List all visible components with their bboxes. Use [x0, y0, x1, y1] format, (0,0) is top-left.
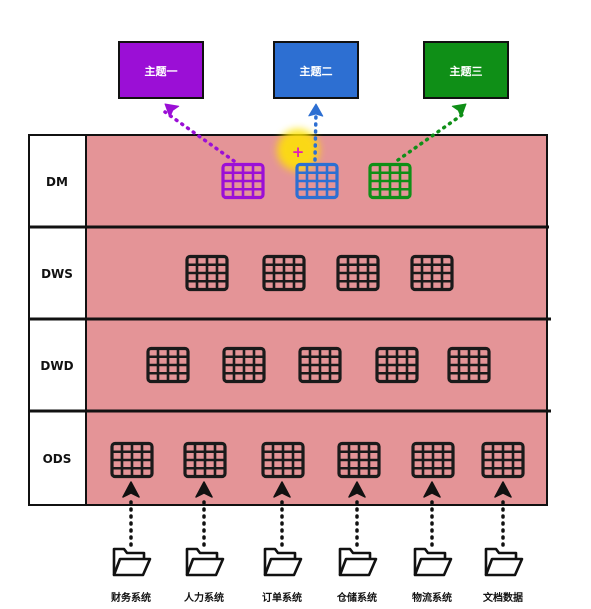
folder-icon — [263, 547, 297, 575]
folder-icon-front — [185, 557, 225, 577]
cursor-highlight-glow — [277, 129, 319, 171]
folder-icon-front — [112, 557, 152, 577]
table-grid-icon — [336, 254, 380, 292]
source-system-4: 仓储系统 — [336, 481, 378, 604]
table-grid-icon — [410, 254, 454, 292]
topic-box-2-rect — [273, 41, 359, 99]
layer-dm-label: DM — [46, 175, 68, 189]
layer-dws-label-cell — [28, 226, 87, 320]
source-system-label: 物流系统 — [412, 591, 452, 604]
source-system-label: 订单系统 — [262, 591, 302, 604]
source-system-1: 财务系统 — [110, 481, 152, 604]
arrow-up-icon — [423, 481, 441, 498]
connectors — [163, 103, 468, 163]
topic-box-3-rect — [423, 41, 509, 99]
layer-dws-label: DWS — [41, 267, 73, 281]
topic-box-3-label: 主题三 — [450, 64, 483, 78]
folder-icon-front — [263, 557, 303, 577]
topic-box-1-rect — [118, 41, 204, 99]
table-grid-icon-dm-2 — [295, 162, 339, 200]
table-grid-icon — [183, 441, 227, 479]
table-grid-icon — [411, 441, 455, 479]
source-system-label: 人力系统 — [184, 591, 224, 604]
topic-box-2: 主题二 — [273, 41, 359, 99]
source-system-label: 仓储系统 — [336, 591, 377, 604]
source-system-6: 文档数据 — [483, 481, 524, 604]
folder-icon — [413, 547, 447, 575]
source-system-2: 人力系统 — [184, 481, 225, 604]
arrow-up-icon — [164, 103, 180, 118]
table-grid-icon — [375, 346, 419, 384]
warehouse-layers: DM DWS DWD ODS — [28, 134, 551, 506]
folder-icon-front — [413, 557, 453, 577]
topic-box-1-label: 主题一 — [145, 64, 178, 78]
topic-box-3: 主题三 — [423, 41, 509, 99]
table-icons — [110, 162, 525, 479]
topic-box-2-label: 主题二 — [300, 64, 333, 78]
topic-connector-3 — [396, 103, 468, 162]
folder-icon-front — [338, 557, 378, 577]
folder-icon — [338, 547, 372, 575]
table-grid-icon-dm-3 — [368, 162, 412, 200]
arrow-up-icon — [494, 481, 512, 498]
source-system-label: 文档数据 — [483, 591, 523, 604]
topic-connector-2 — [308, 103, 324, 162]
source-system-5: 物流系统 — [412, 481, 453, 604]
table-grid-icon — [110, 441, 154, 479]
table-grid-icon — [222, 346, 266, 384]
table-grid-icon — [146, 346, 190, 384]
topic-boxes: 主题一 主题二 主题三 — [118, 41, 509, 99]
arrow-up-icon — [308, 103, 324, 117]
source-system-label: 财务系统 — [110, 591, 151, 604]
arrow-up-icon — [195, 481, 213, 498]
table-grid-icon — [481, 441, 525, 479]
layer-ods: ODS — [28, 410, 548, 506]
topic-connector-1 — [163, 103, 236, 163]
table-grid-icon — [185, 254, 229, 292]
arrow-up-icon — [451, 103, 467, 118]
arrow-up-icon — [273, 481, 291, 498]
table-grid-icon-dm-1 — [221, 162, 265, 200]
cursor-highlight: + — [277, 129, 319, 171]
topic-box-1: 主题一 — [118, 41, 204, 99]
table-grid-icon — [298, 346, 342, 384]
layer-dwd-label: DWD — [40, 359, 73, 373]
layer-ods-label: ODS — [43, 452, 72, 466]
folder-icon — [185, 547, 219, 575]
table-grid-icon — [447, 346, 491, 384]
source-systems: 财务系统 人力系统 订单系统 仓储系统 物流系统 文档数据 — [110, 481, 524, 604]
source-system-3: 订单系统 — [262, 481, 303, 604]
arrow-up-icon — [122, 481, 140, 498]
table-grid-icon — [337, 441, 381, 479]
layer-dws: DWS — [28, 226, 548, 320]
folder-icon — [484, 547, 518, 575]
arrow-up-icon — [348, 481, 366, 498]
table-grid-icon — [261, 441, 305, 479]
folder-icon — [112, 547, 146, 575]
layer-ods-band — [85, 410, 548, 506]
layer-dws-band — [85, 226, 548, 320]
table-grid-icon — [262, 254, 306, 292]
folder-icon-front — [484, 557, 524, 577]
cursor-crosshair-icon: + — [292, 143, 305, 161]
